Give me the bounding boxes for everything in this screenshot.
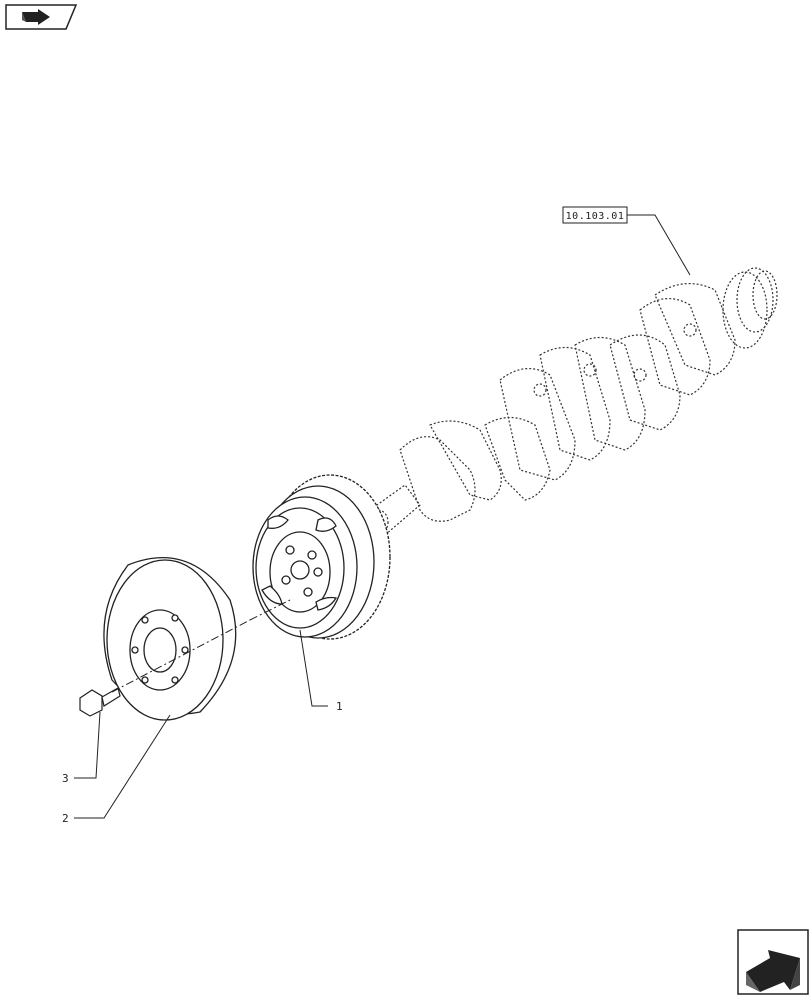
callout-2[interactable]: 2 bbox=[62, 714, 171, 825]
previous-page-badge[interactable] bbox=[5, 4, 78, 30]
assembly-axis-line bbox=[111, 599, 291, 693]
next-page-badge[interactable] bbox=[737, 929, 809, 995]
next-page-arrow-icon bbox=[746, 950, 800, 992]
callout-3[interactable]: 3 bbox=[62, 711, 101, 785]
reference-leader bbox=[627, 214, 691, 276]
flywheel-pulley bbox=[252, 474, 391, 640]
callout-2-label: 2 bbox=[62, 812, 69, 825]
callout-1-label: 1 bbox=[336, 700, 343, 713]
crankshaft bbox=[367, 267, 778, 536]
bolt bbox=[79, 687, 121, 717]
reference-label: 10.103.01 bbox=[566, 211, 625, 222]
callout-3-label: 3 bbox=[62, 772, 69, 785]
reference-box[interactable]: 10.103.01 bbox=[562, 206, 628, 224]
previous-page-arrow-icon bbox=[22, 9, 50, 25]
callout-1[interactable]: 1 bbox=[299, 629, 343, 713]
vibration-damper bbox=[103, 557, 237, 721]
